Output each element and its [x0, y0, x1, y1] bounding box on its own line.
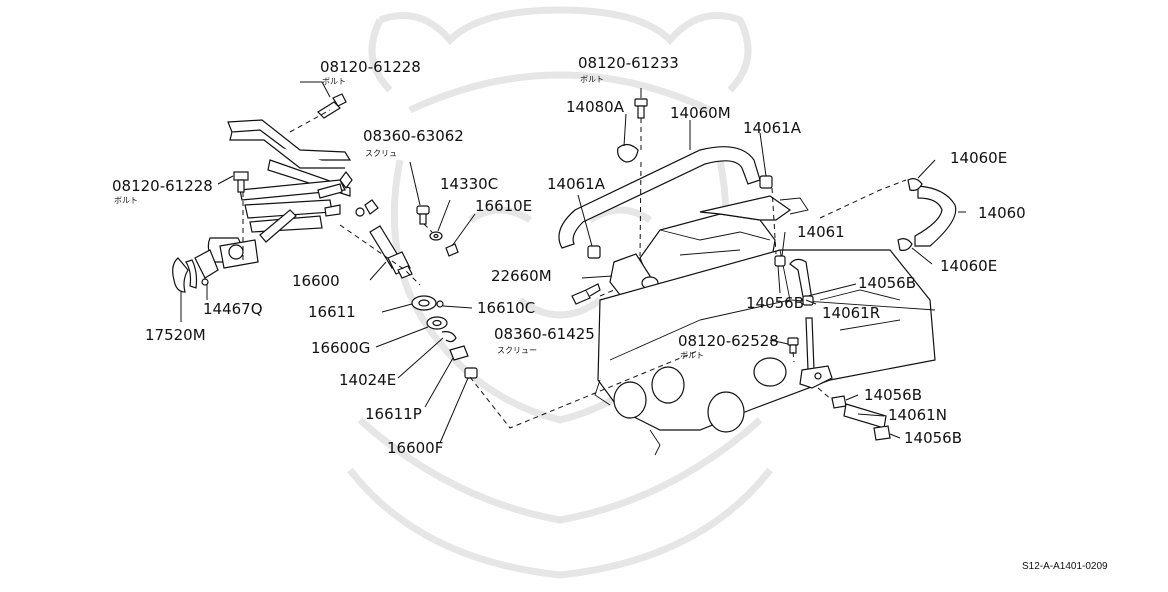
clip-icon: [441, 331, 457, 343]
label-part-number: 14060E: [950, 149, 1007, 167]
seal-icon: [449, 345, 469, 361]
label-part-number: 14060M: [670, 104, 731, 122]
bolt-icon: [634, 98, 648, 119]
screw-icon: [416, 205, 430, 225]
seal-ring-icon: [411, 295, 437, 311]
insulator-icon: [426, 316, 448, 330]
label-part-number: 16610C: [477, 299, 535, 317]
screw-icon: [571, 283, 601, 305]
washer-icon: [429, 231, 443, 241]
clamp-icon: [587, 245, 601, 259]
label-part-number: 16600F: [387, 439, 443, 457]
clamp-icon: [759, 175, 773, 189]
pipe-bracket: [799, 317, 833, 389]
label-part-number: 14056B: [746, 294, 804, 312]
part-labels: 08120-61228 ボルト 08120-61228 ボルト 08360-63…: [112, 54, 1026, 457]
clamp-icon: [774, 255, 786, 267]
label-part-number: 16611: [308, 303, 356, 321]
clamp-icon: [897, 238, 913, 251]
label-part-number: 17520M: [145, 326, 206, 344]
label-part-number: 08120-61228: [112, 177, 213, 195]
label-part-number: 14061A: [743, 119, 802, 137]
oring-icon: [436, 300, 444, 308]
fuel-rail-assembly: [172, 119, 379, 293]
label-part-note: スクリュー: [497, 346, 537, 355]
label-part-number: 16611P: [365, 405, 422, 423]
label-part-number: 16600G: [311, 339, 370, 357]
bolt-icon: [787, 337, 799, 354]
label-part-number: 14061A: [547, 175, 606, 193]
label-part-note: ボルト: [322, 77, 346, 86]
diagram-reference-code: S12-A-A1401-0209: [1022, 561, 1108, 572]
injector-icon: [369, 225, 413, 279]
label-part-number: 16600: [292, 272, 340, 290]
label-part-number: 14024E: [339, 371, 396, 389]
label-part-number: 14061N: [888, 406, 947, 424]
assembly-lines: [242, 109, 907, 429]
label-part-number: 14467Q: [203, 300, 263, 318]
label-part-number: 16610E: [475, 197, 532, 215]
label-part-number: 08120-61228: [320, 58, 421, 76]
label-part-number: 14060: [978, 204, 1026, 222]
label-part-number: 08120-61233: [578, 54, 679, 72]
engine-block: [594, 249, 936, 456]
label-part-number: 14056B: [858, 274, 916, 292]
bolt-icon: [233, 171, 249, 193]
label-part-note: ボルト: [580, 75, 604, 84]
label-part-number: 14080A: [566, 98, 625, 116]
label-part-number: 08120-62528: [678, 332, 779, 350]
label-part-number: 22660M: [491, 267, 552, 285]
clamp-icon: [907, 178, 923, 191]
label-part-note: ボルト: [114, 196, 138, 205]
label-part-number: 14056B: [904, 429, 962, 447]
label-part-number: 14056B: [864, 386, 922, 404]
leader-lines: [180, 81, 966, 444]
label-part-number: 14060E: [940, 257, 997, 275]
label-part-note: スクリュ: [365, 149, 397, 158]
label-part-note: ボルト: [680, 351, 704, 360]
label-part-number: 08360-61425: [494, 325, 595, 343]
label-part-number: 14061R: [822, 304, 880, 322]
hose-icon: [558, 146, 761, 249]
clamp-icon: [617, 143, 639, 163]
label-part-number: 08360-63062: [363, 127, 464, 145]
hose-icon: [914, 185, 957, 247]
label-part-number: 14330C: [440, 175, 498, 193]
hose-icon: [831, 395, 891, 441]
cap-icon: [464, 367, 478, 379]
label-part-number: 14061: [797, 223, 845, 241]
